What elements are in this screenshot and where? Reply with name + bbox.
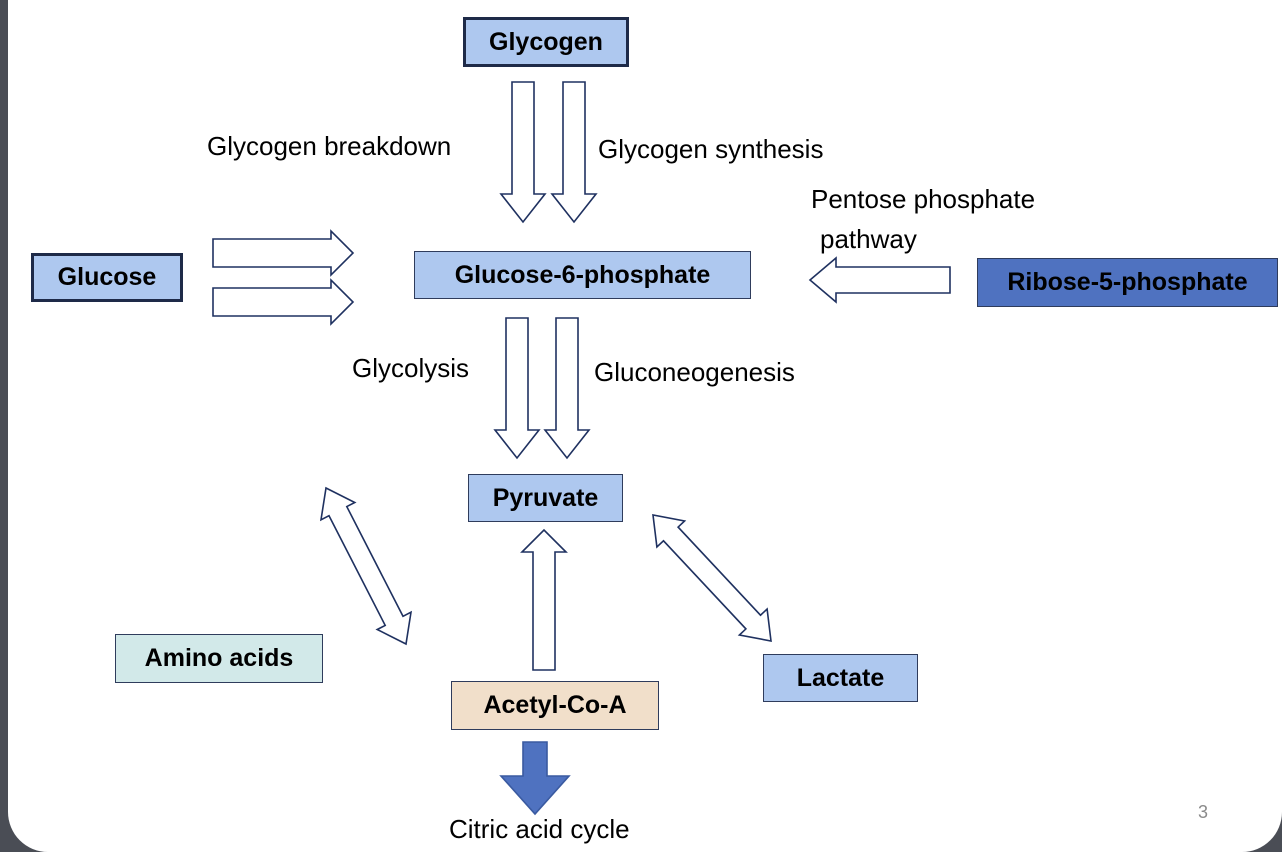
arrow-glycolysis: [493, 317, 541, 460]
label-glycolysis: Glycolysis: [352, 353, 470, 383]
slide: Glycogen Glucose Glucose-6-phosphate Rib…: [8, 0, 1282, 852]
label-pathway: pathway: [820, 224, 917, 254]
node-acetyl-coa: Acetyl-Co-A: [451, 681, 659, 730]
label-glycogen-breakdown: Glycogen breakdown: [207, 131, 452, 161]
node-pyruvate: Pyruvate: [468, 474, 623, 522]
node-ribose-5-phosphate: Ribose-5-phosphate: [977, 258, 1278, 307]
label-pentose-phosphate: Pentose phosphate: [811, 184, 1036, 214]
node-amino-acids: Amino acids: [115, 634, 323, 683]
arrow-glycogen-synthesis: [550, 81, 598, 224]
node-lactate: Lactate: [763, 654, 918, 702]
arrow-pyruvate-lactate: [652, 514, 772, 642]
arrow-gluconeogenesis: [543, 317, 591, 460]
node-glycogen: Glycogen: [463, 17, 629, 67]
label-citric-acid-cycle: Citric acid cycle: [449, 814, 630, 844]
arrow-pentose-phosphate: [808, 256, 951, 304]
node-glucose: Glucose: [31, 253, 183, 302]
arrows-layer: [212, 81, 951, 816]
arrow-amino-acids-pyruvate: [319, 486, 413, 646]
arrow-glycogen-breakdown: [499, 81, 547, 224]
arrow-glucose-2: [212, 278, 355, 326]
label-gluconeogenesis: Gluconeogenesis: [594, 357, 795, 387]
label-glycogen-synthesis: Glycogen synthesis: [598, 134, 824, 164]
node-glucose-6-phosphate: Glucose-6-phosphate: [414, 251, 751, 299]
arrow-acetylcoa-pyruvate: [520, 528, 568, 671]
page-number: 3: [1198, 802, 1209, 822]
arrow-glucose-1: [212, 229, 355, 277]
arrow-citric-acid-cycle: [499, 741, 571, 816]
